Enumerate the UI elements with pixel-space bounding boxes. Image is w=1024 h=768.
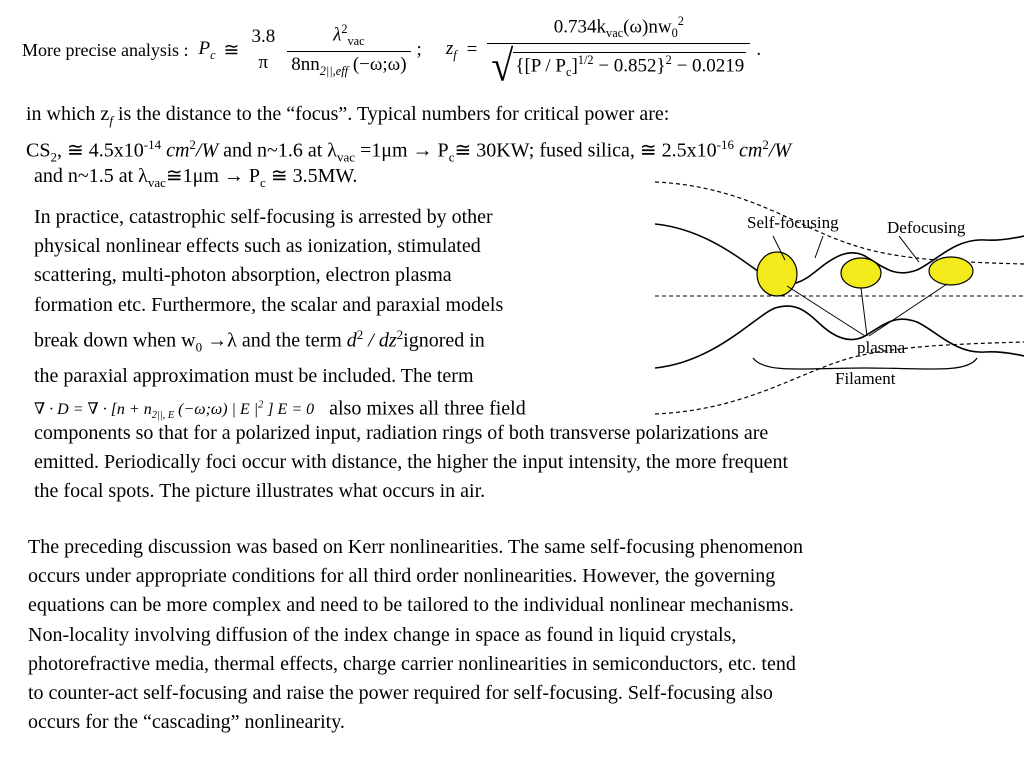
sqrt-icon: √ (491, 40, 514, 91)
zf-symbol: zf (445, 37, 457, 62)
pointer-line (868, 283, 948, 337)
paragraph-1-wide: components so that for a polarized input… (34, 419, 788, 507)
para2-line: to counter-act self-focusing and raise t… (28, 682, 773, 705)
para1-line: ∇ · D = ∇ · [n + n2||, E (−ω;ω) | E |2 ]… (34, 397, 526, 422)
para2-line: equations can be more complex and need t… (28, 594, 794, 617)
para1-line: emitted. Periodically foci occur with di… (34, 451, 789, 474)
plasma-spot (928, 256, 974, 286)
period: . (756, 39, 762, 60)
label-plasma: plasma (857, 338, 906, 357)
beam-envelope-top (655, 181, 1024, 265)
pc-symbol: Pc (198, 37, 216, 62)
para1-line: the paraxial approximation must be inclu… (34, 364, 474, 387)
pointer-line (860, 287, 868, 337)
para1-line: components so that for a polarized input… (34, 422, 769, 444)
plasma-spot (840, 257, 882, 289)
fraction-lambda-nn: λ2vac 8nn2||,eff (−ω;ω) (287, 22, 411, 79)
plasma-spot (756, 251, 798, 297)
paragraph-1-narrow: In practice, catastrophic self-focusing … (34, 203, 526, 431)
para1-line: break down when w0 →λ and the term d2 / … (34, 326, 485, 355)
approx-sign: ≅ (223, 39, 240, 61)
para2-line: occurs under appropriate conditions for … (28, 565, 776, 588)
semicolon: ; (416, 39, 422, 60)
fraction-38-pi: 3.8 π (251, 26, 276, 73)
para2-line: The preceding discussion was based on Ke… (28, 536, 803, 558)
line-silica-values: and n~1.5 at λvac≅1μm → Pc ≅ 3.5MW. (34, 165, 358, 190)
pointer-line (898, 235, 920, 263)
paragraph-2: The preceding discussion was based on Ke… (28, 533, 803, 737)
para1-line: physical nonlinear effects such as ioniz… (34, 235, 481, 258)
para2-line: occurs for the “cascading” nonlinearity. (28, 711, 345, 734)
label-self-focusing: Self-focusing (747, 213, 839, 232)
equals-sign: = (466, 39, 478, 60)
beam-envelope-bottom (655, 341, 1024, 415)
pointer-line (814, 235, 824, 259)
formula-label: More precise analysis : (22, 39, 189, 60)
filament-figure: Self-focusing Defocusing plasma Filament (655, 181, 1024, 415)
line-cs2-values: CS2, ≅ 4.5x10-14 cm2/W and n~1.6 at λvac… (26, 137, 792, 165)
para1-line: scattering, multi-photon absorption, ele… (34, 264, 452, 287)
para1-line: In practice, catastrophic self-focusing … (34, 206, 493, 228)
pointer-line (772, 235, 786, 261)
para2-line: photorefractive media, thermal effects, … (28, 652, 796, 675)
label-defocusing: Defocusing (887, 218, 966, 237)
formula-line: More precise analysis : Pc ≅ 3.8 π λ2vac… (22, 14, 762, 91)
para1-line: the focal spots. The picture illustrates… (34, 480, 486, 503)
para1-line: formation etc. Furthermore, the scalar a… (34, 293, 504, 316)
pointer-line (786, 285, 866, 337)
beam-curve-lower (655, 305, 1024, 369)
filament-bracket (752, 357, 978, 370)
line-zf-definition: in which zf is the distance to the “focu… (26, 103, 670, 128)
label-filament: Filament (835, 369, 896, 388)
para2-line: Non-locality involving diffusion of the … (28, 623, 737, 646)
fraction-zf: 0.734kvac(ω)nw02 √ {[P / Pc]1/2 − 0.852}… (487, 14, 751, 91)
